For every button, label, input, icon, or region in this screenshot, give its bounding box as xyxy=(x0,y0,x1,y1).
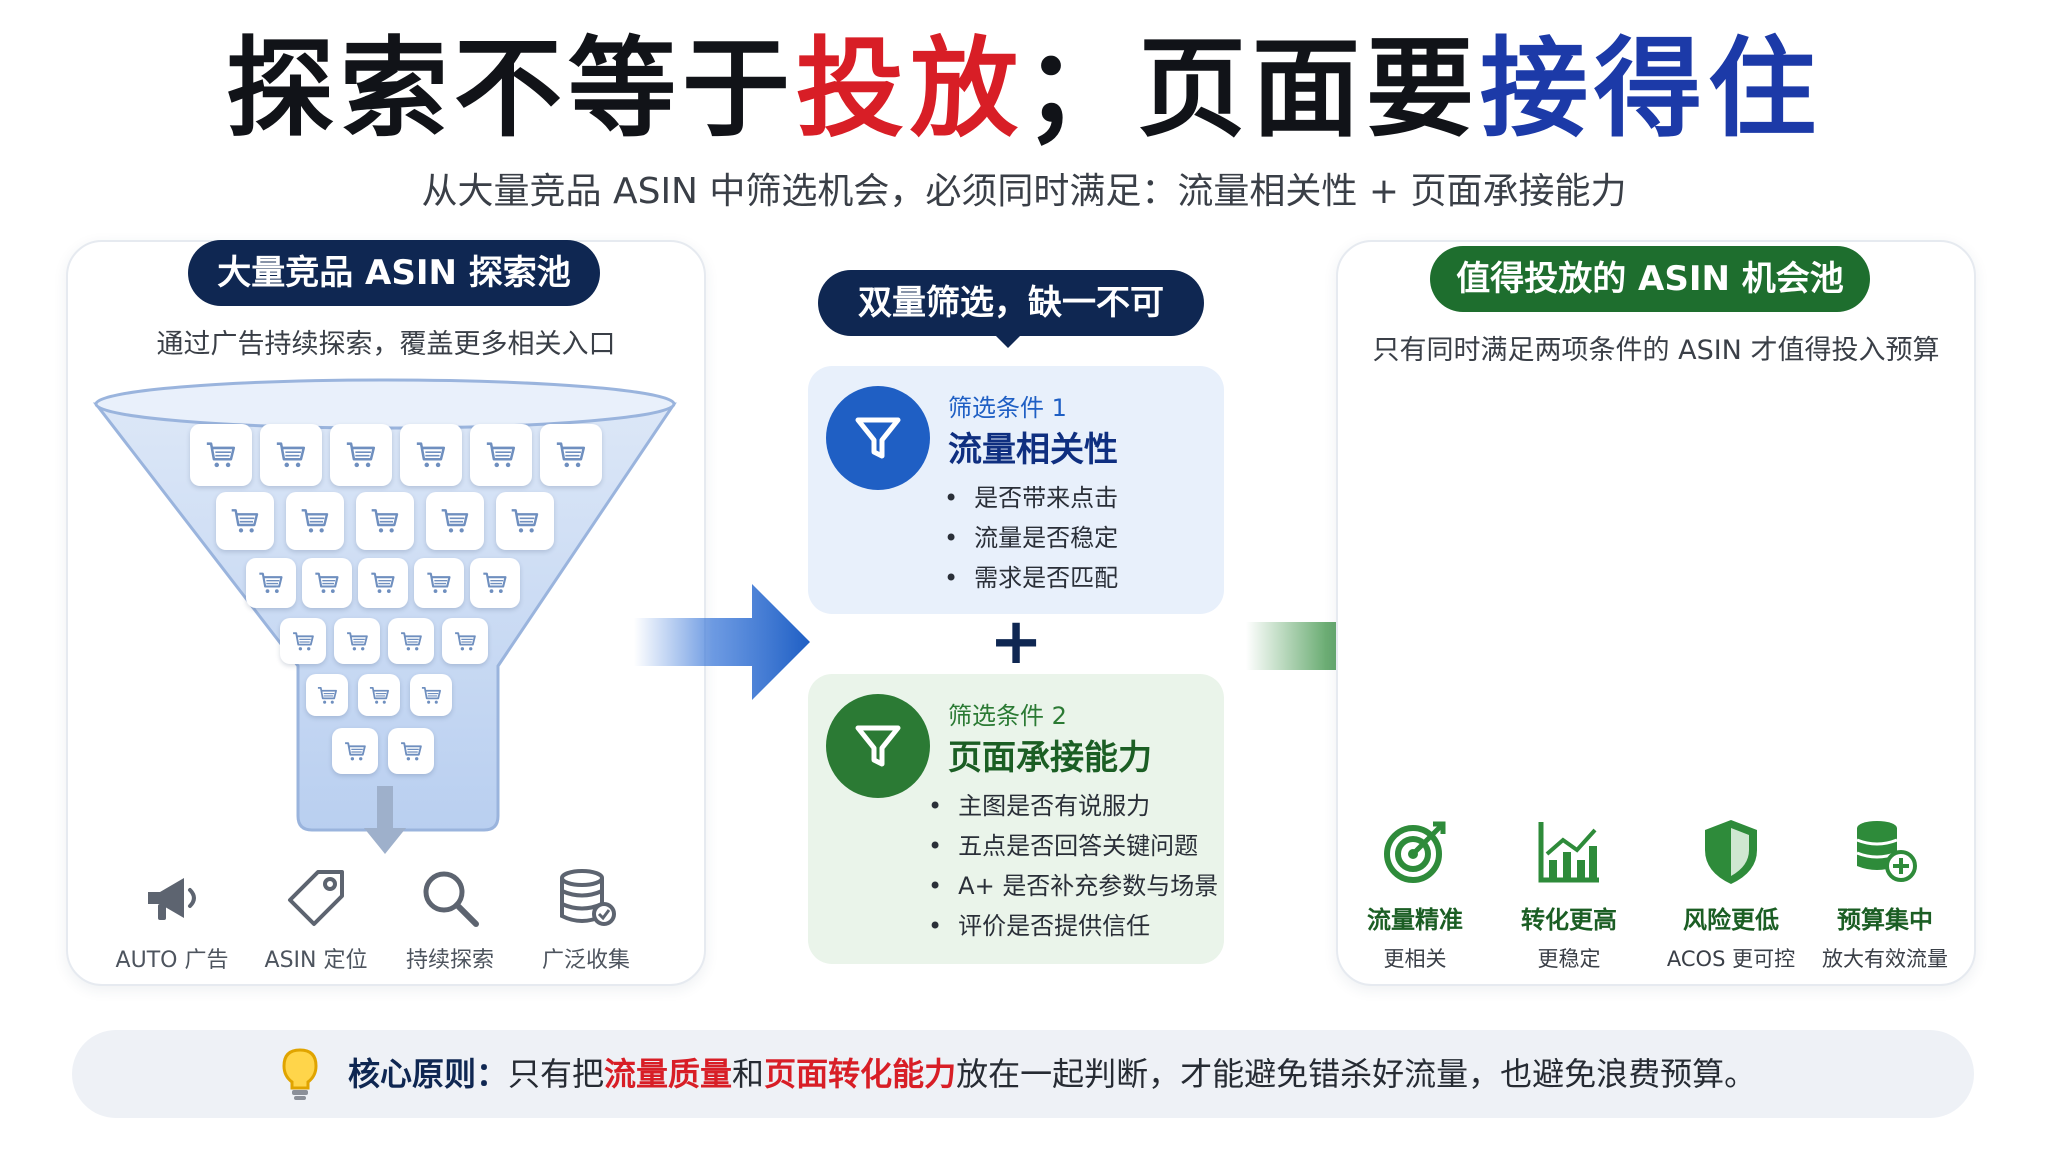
principle-text-2: 和 xyxy=(732,1055,765,1093)
core-principle-bar: 核心原则：只有把流量质量和页面转化能力放在一起判断，才能避免错杀好流量，也避免浪… xyxy=(72,1030,1974,1118)
cart-icon xyxy=(442,618,488,664)
feature-budget-focus: 预算集中 放大有效流量 xyxy=(1810,816,1960,973)
lightbulb-icon xyxy=(272,1046,328,1102)
feature-title: 转化更高 xyxy=(1521,906,1617,934)
exploration-pool-pill: 大量竞品 ASIN 探索池 xyxy=(188,240,600,306)
principle-text-1: 只有把 xyxy=(508,1055,605,1093)
growth-chart-icon xyxy=(1533,816,1605,888)
cart-icon xyxy=(540,424,602,486)
wide-collection-label: 广泛收集 xyxy=(541,948,630,973)
auto-ads-label: AUTO 广告 xyxy=(115,948,229,973)
feature-risk-lower: 风险更低 ACOS 更可控 xyxy=(1656,816,1806,973)
tag-icon xyxy=(284,866,348,930)
cart-icon xyxy=(246,558,296,608)
core-principle-label: 核心原则： xyxy=(348,1055,509,1093)
cart-icon xyxy=(334,618,380,664)
title-part-2: 投放 xyxy=(795,27,1024,152)
cart-icon xyxy=(388,728,434,774)
cart-icon xyxy=(330,424,392,486)
cart-icon xyxy=(216,492,274,550)
cart-icon xyxy=(190,424,252,486)
feature-subtitle: 更稳定 xyxy=(1537,947,1601,971)
principle-highlight-2: 页面转化能力 xyxy=(764,1055,957,1093)
list-item: 流量是否稳定 xyxy=(944,518,1118,558)
asin-targeting-item: ASIN 定位 xyxy=(246,866,386,974)
list-item: 需求是否匹配 xyxy=(944,558,1118,598)
dual-filter-pill: 双量筛选，缺一不可 xyxy=(818,270,1204,336)
filter-icon xyxy=(826,694,930,798)
target-icon xyxy=(1379,816,1451,888)
cart-icon xyxy=(306,674,348,716)
opportunity-pool-note: 只有同时满足两项条件的 ASIN 才值得投入预算 xyxy=(1372,335,1940,366)
cart-icon xyxy=(302,558,352,608)
cart-icon xyxy=(286,492,344,550)
database-icon xyxy=(554,866,618,930)
condition-1-list: 是否带来点击 流量是否稳定 需求是否匹配 xyxy=(944,478,1118,598)
cart-icon xyxy=(358,674,400,716)
condition-1-title: 流量相关性 xyxy=(948,430,1118,470)
list-item: 评价是否提供信任 xyxy=(928,906,1218,946)
continuous-explore-item: 持续探索 xyxy=(380,866,520,974)
cart-icon xyxy=(332,728,378,774)
feature-subtitle: ACOS 更可控 xyxy=(1666,947,1796,971)
exploration-pool-note: 通过广告持续探索，覆盖更多相关入口 xyxy=(156,329,616,360)
cart-icon xyxy=(426,492,484,550)
feature-conversion-higher: 转化更高 更稳定 xyxy=(1494,816,1644,973)
search-icon xyxy=(418,866,482,930)
cart-icon xyxy=(496,492,554,550)
cart-icon xyxy=(470,558,520,608)
principle-highlight-1: 流量质量 xyxy=(604,1055,733,1093)
filter-icon xyxy=(826,386,930,490)
feature-subtitle: 放大有效流量 xyxy=(1822,947,1948,971)
blue-flow-arrow xyxy=(634,584,810,700)
cart-icon xyxy=(356,492,414,550)
feature-subtitle: 更相关 xyxy=(1383,947,1447,971)
continuous-explore-label: 持续探索 xyxy=(405,948,494,973)
core-principle-text: 核心原则：只有把流量质量和页面转化能力放在一起判断，才能避免错杀好流量，也避免浪… xyxy=(348,1030,1756,1118)
title-part-4: 接得住 xyxy=(1480,27,1823,152)
page-subtitle: 从大量竞品 ASIN 中筛选机会，必须同时满足：流量相关性 + 页面承接能力 xyxy=(421,171,1627,212)
list-item: 五点是否回答关键问题 xyxy=(928,826,1218,866)
cart-icon xyxy=(260,424,322,486)
feature-title: 风险更低 xyxy=(1683,906,1779,934)
opportunity-pool-pill: 值得投放的 ASIN 机会池 xyxy=(1430,246,1870,312)
cart-icon xyxy=(470,424,532,486)
auto-ads-item: AUTO 广告 xyxy=(102,866,242,974)
dual-filter-pill-pointer xyxy=(994,334,1022,348)
condition-2-tag: 筛选条件 2 xyxy=(948,702,1067,730)
cart-icon xyxy=(410,674,452,716)
principle-text-3: 放在一起判断，才能避免错杀好流量，也避免浪费预算。 xyxy=(956,1055,1757,1093)
filter-condition-page: 筛选条件 2 页面承接能力 主图是否有说服力 五点是否回答关键问题 A+ 是否补… xyxy=(808,674,1224,964)
megaphone-icon xyxy=(140,866,204,930)
cart-icon xyxy=(388,618,434,664)
cart-icon xyxy=(400,424,462,486)
feature-title: 流量精准 xyxy=(1367,906,1463,934)
cart-icon xyxy=(358,558,408,608)
page-title: 探索不等于投放；页面要接得住 xyxy=(0,30,2048,150)
condition-2-title: 页面承接能力 xyxy=(948,738,1152,778)
asin-targeting-label: ASIN 定位 xyxy=(264,948,368,973)
condition-1-tag: 筛选条件 1 xyxy=(948,394,1067,422)
wide-collection-item: 广泛收集 xyxy=(516,866,656,974)
shield-icon xyxy=(1695,816,1767,888)
cart-icon xyxy=(414,558,464,608)
coins-plus-icon xyxy=(1849,816,1921,888)
list-item: 是否带来点击 xyxy=(944,478,1118,518)
list-item: A+ 是否补充参数与场景 xyxy=(928,866,1218,906)
filter-condition-traffic: 筛选条件 1 流量相关性 是否带来点击 流量是否稳定 需求是否匹配 xyxy=(808,366,1224,614)
plus-sign: + xyxy=(989,605,1043,679)
cart-icon xyxy=(280,618,326,664)
title-part-3: ；页面要 xyxy=(1024,27,1481,152)
list-item: 主图是否有说服力 xyxy=(928,786,1218,826)
condition-2-list: 主图是否有说服力 五点是否回答关键问题 A+ 是否补充参数与场景 评价是否提供信… xyxy=(928,786,1218,946)
title-part-1: 探索不等于 xyxy=(225,27,796,152)
feature-traffic-precise: 流量精准 更相关 xyxy=(1340,816,1490,973)
feature-title: 预算集中 xyxy=(1837,906,1933,934)
